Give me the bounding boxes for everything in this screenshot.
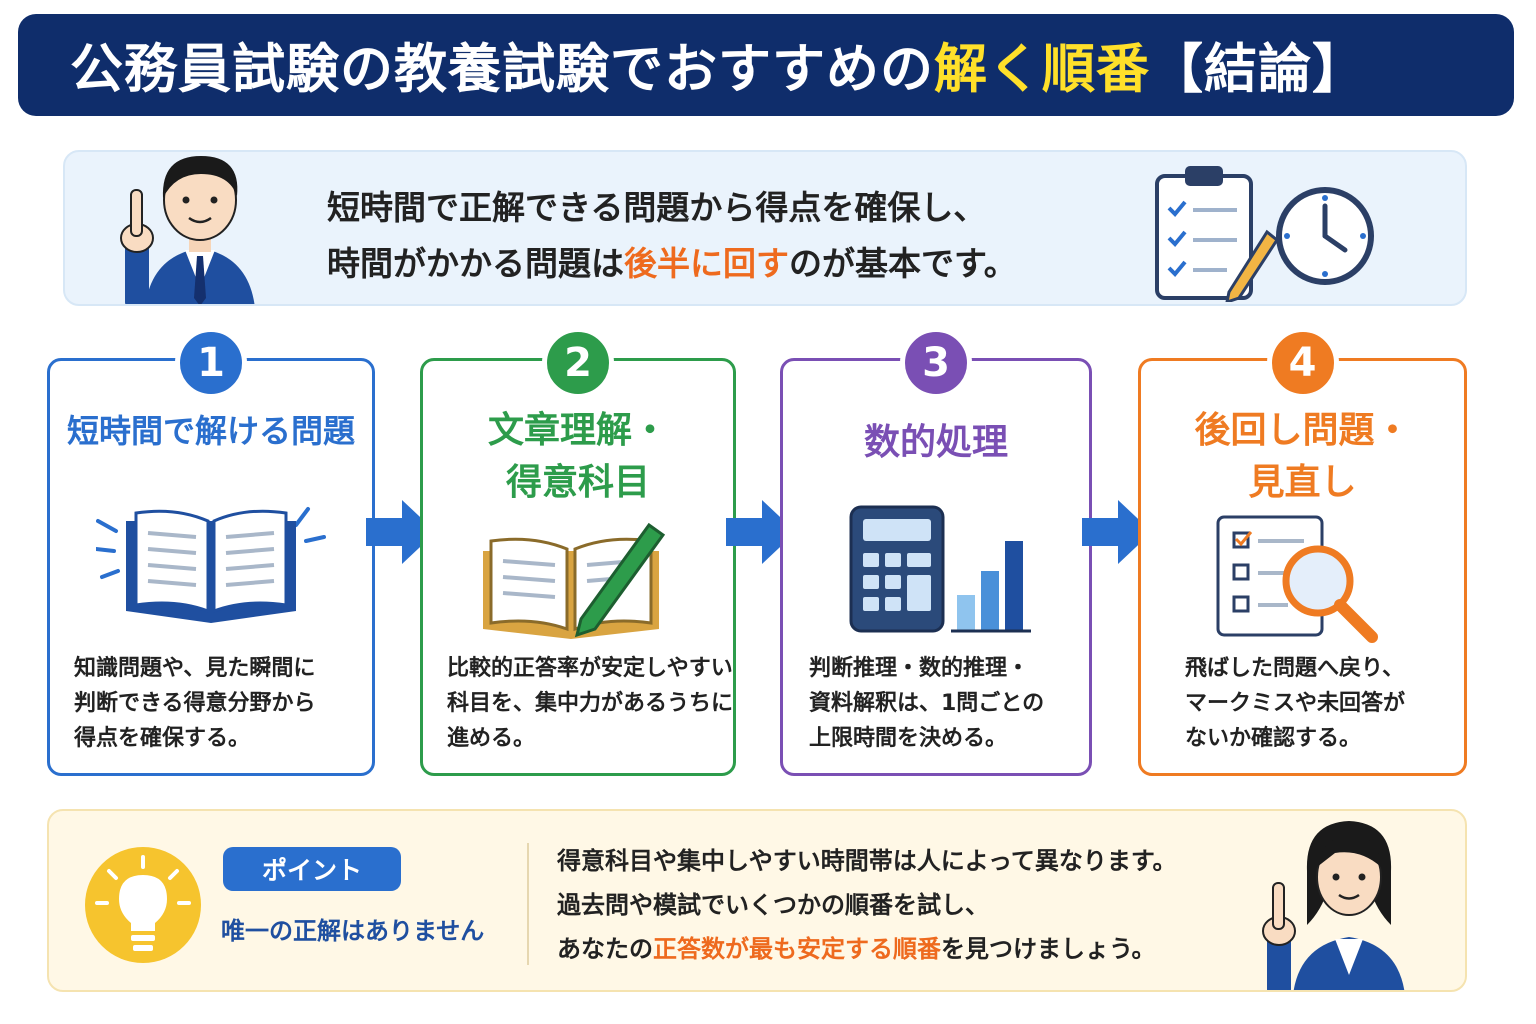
step-desc-line: 判断推理・数的推理・ [809, 656, 1030, 681]
page-title: 公務員試験の教養試験でおすすめの解く順番【結論】 [70, 27, 1366, 103]
clipboard-checklist-icon [1155, 166, 1280, 302]
step-title-line: 文章理解・ [487, 410, 668, 451]
step-desc-line: ないか確認する。 [1185, 726, 1362, 751]
point-panel: ポイント 唯一の正解はありません 得意科目や集中しやすい時間帯は人によって異なり… [47, 809, 1467, 992]
step-desc-line: 進める。 [447, 726, 536, 751]
step-number-badge: 3 [900, 327, 972, 399]
intro-line-2-pre: 時間がかかる問題は [327, 244, 624, 283]
intro-highlight: 後半に回す [624, 244, 789, 283]
point-highlight: 正答数が最も安定する順番 [653, 935, 941, 963]
point-line-3-pre: あなたの [557, 935, 653, 963]
step-card-2: 2 文章理解・ 得意科目 比較的正答率が安定しやすい 科目を、集中力があるうちに… [420, 327, 736, 776]
businessman-pointing-icon [120, 156, 255, 304]
divider [527, 843, 529, 965]
point-subtitle: 唯一の正解はありません [221, 917, 485, 945]
intro-panel: 短時間で正解できる問題から得点を確保し、 時間がかかる問題は後半に回すのが基本で… [63, 150, 1467, 306]
step-desc-line: 上限時間を決める。 [809, 726, 1008, 751]
point-line-3-post: を見つけましょう。 [941, 935, 1156, 963]
step-title: 後回し問題・ 見直し [1141, 405, 1464, 509]
point-line-3: あなたの正答数が最も安定する順番を見つけましょう。 [557, 927, 1176, 971]
step-title-line: 後回し問題・ [1194, 410, 1411, 451]
open-book-icon [96, 507, 326, 623]
step-desc-line: 得点を確保する。 [74, 726, 251, 751]
calculator-chart-icon [849, 505, 1031, 633]
step-number-badge: 1 [175, 327, 247, 399]
step-card-4: 4 後回し問題・ 見直し 飛ばした問題へ戻り、 マークミスや未回答が ないか確認… [1138, 327, 1467, 776]
title-banner: 公務員試験の教養試験でおすすめの解く順番【結論】 [18, 14, 1514, 116]
point-line-1: 得意科目や集中しやすい時間帯は人によって異なります。 [557, 847, 1177, 875]
title-part2: 【結論】 [1150, 39, 1366, 100]
step-description: 比較的正答率が安定しやすい 科目を、集中力があるうちに 進める。 [447, 651, 734, 756]
arrow-right-icon [366, 500, 436, 564]
step-desc-line: 比較的正答率が安定しやすい [447, 656, 733, 681]
step-desc-line: 資料解釈は、1問ごとの [809, 691, 1045, 716]
clock-icon [1276, 187, 1374, 285]
step-title: 数的処理 [783, 417, 1089, 469]
point-line-2: 過去問や模試でいくつかの順番を試し、 [557, 891, 989, 919]
light-bulb-icon [85, 847, 201, 963]
step-title: 短時間で解ける問題 [50, 405, 372, 457]
step-description: 飛ばした問題へ戻り、 マークミスや未回答が ないか確認する。 [1185, 651, 1452, 756]
step-desc-line: 飛ばした問題へ戻り、 [1185, 656, 1405, 681]
step-desc-line: 判断できる得意分野から [74, 691, 316, 716]
step-desc-line: 知識問題や、見た瞬間に [74, 656, 316, 681]
step-description: 判断推理・数的推理・ 資料解釈は、1問ごとの 上限時間を決める。 [809, 651, 1077, 756]
intro-line-1: 短時間で正解できる問題から得点を確保し、 [327, 188, 987, 227]
intro-line-2: 時間がかかる問題は後半に回すのが基本です。 [327, 236, 1017, 292]
step-number-badge: 4 [1266, 327, 1339, 399]
checklist-magnifier-icon [1216, 515, 1378, 643]
intro-text: 短時間で正解できる問題から得点を確保し、 時間がかかる問題は後半に回すのが基本で… [327, 180, 1017, 292]
title-part1: 公務員試験の教養試験でおすすめの [70, 39, 934, 100]
step-title-line: 短時間で解ける問題 [66, 412, 355, 450]
arrow-right-icon [1082, 500, 1152, 564]
title-highlight: 解く順番 [934, 39, 1150, 100]
step-description: 知識問題や、見た瞬間に 判断できる得意分野から 得点を確保する。 [74, 651, 360, 756]
point-label: ポイント [223, 847, 401, 891]
step-card-1: 1 短時間で解ける問題 知識問題や、見た瞬間に 判断できる得意分野から 得点を確… [47, 327, 375, 776]
book-pencil-icon [483, 522, 666, 639]
step-title: 文章理解・ 得意科目 [423, 405, 733, 509]
step-desc-line: マークミスや未回答が [1185, 691, 1406, 716]
step-title-line: 見直し [1248, 462, 1357, 503]
step-title-line: 得意科目 [505, 462, 650, 503]
point-body: 得意科目や集中しやすい時間帯は人によって異なります。 過去問や模試でいくつかの順… [557, 839, 1176, 971]
step-number-badge: 2 [542, 327, 614, 399]
step-title-line: 数的処理 [863, 422, 1008, 463]
intro-line-2-post: のが基本です。 [789, 244, 1017, 283]
arrow-right-icon [726, 500, 796, 564]
businesswoman-pointing-icon [1262, 821, 1405, 990]
step-card-3: 3 数的処理 判断推理・数的推理・ 資料解釈は、1問ごとの 上限時間を決める。 [780, 327, 1092, 776]
step-desc-line: 科目を、集中力があるうちに [447, 691, 734, 716]
